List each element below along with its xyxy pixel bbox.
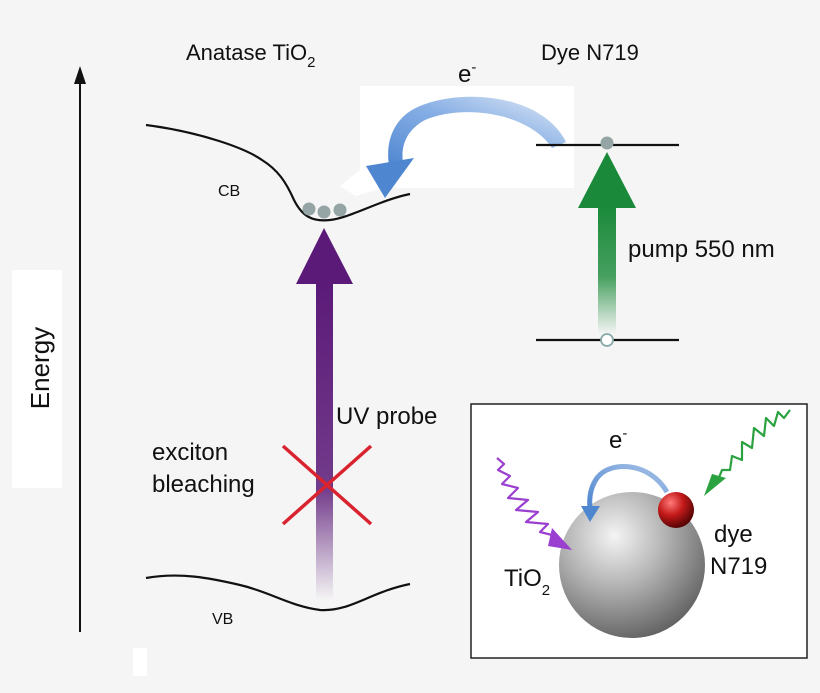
left-title: Anatase TiO2 [186,40,315,71]
inset-electron-arrowhead [581,506,600,522]
exciton-label-line1: exciton [152,439,228,466]
cb-electron-dot [302,202,316,216]
electron-transfer-arrowhead [366,158,414,198]
dye-molecule-sphere [658,492,694,528]
inset-tio2-label: TiO2 [504,565,550,599]
energy-axis-arrowhead [74,66,86,84]
inset-pump-wave-arrowhead [704,474,726,496]
cb-label: CB [218,183,240,200]
uv-probe-arrow-shaft [316,282,333,600]
exciton-label-line2: bleaching [152,471,255,498]
uv-probe-arrowhead [296,228,353,284]
cb-electron-dot [333,203,347,217]
bleaching-cross-line [281,444,373,526]
electron-transfer-arrow-body [388,96,566,165]
inset-dye-label-line1: dye [714,521,753,548]
right-title: Dye N719 [541,40,639,65]
energy-axis-label: Energy [25,327,55,409]
dye-excited-electron [600,136,614,150]
pump-arrowhead [578,152,636,208]
pump-label: pump 550 nm [628,236,775,263]
bottom-small-box [133,648,147,676]
vb-label: VB [212,611,233,628]
pump-arrow-shaft [598,206,616,334]
energy-label-box [12,270,62,488]
inset-uv-wave [496,457,557,538]
inset-pump-wave [716,409,791,481]
inset-electron-arrow [587,464,670,509]
conduction-band-curve [145,123,411,222]
valence-band-curve [145,574,411,612]
uv-probe-label: UV probe [336,403,437,430]
inset-electron-label: e- [609,425,627,454]
inset-uv-wave-arrowhead [548,528,572,550]
inset-dye-label-line2: N719 [710,553,767,580]
tio2-sphere [559,492,705,638]
cb-electron-dot [317,205,331,219]
dye-ground-hole [600,333,614,347]
electron-label-top: e- [458,59,476,88]
